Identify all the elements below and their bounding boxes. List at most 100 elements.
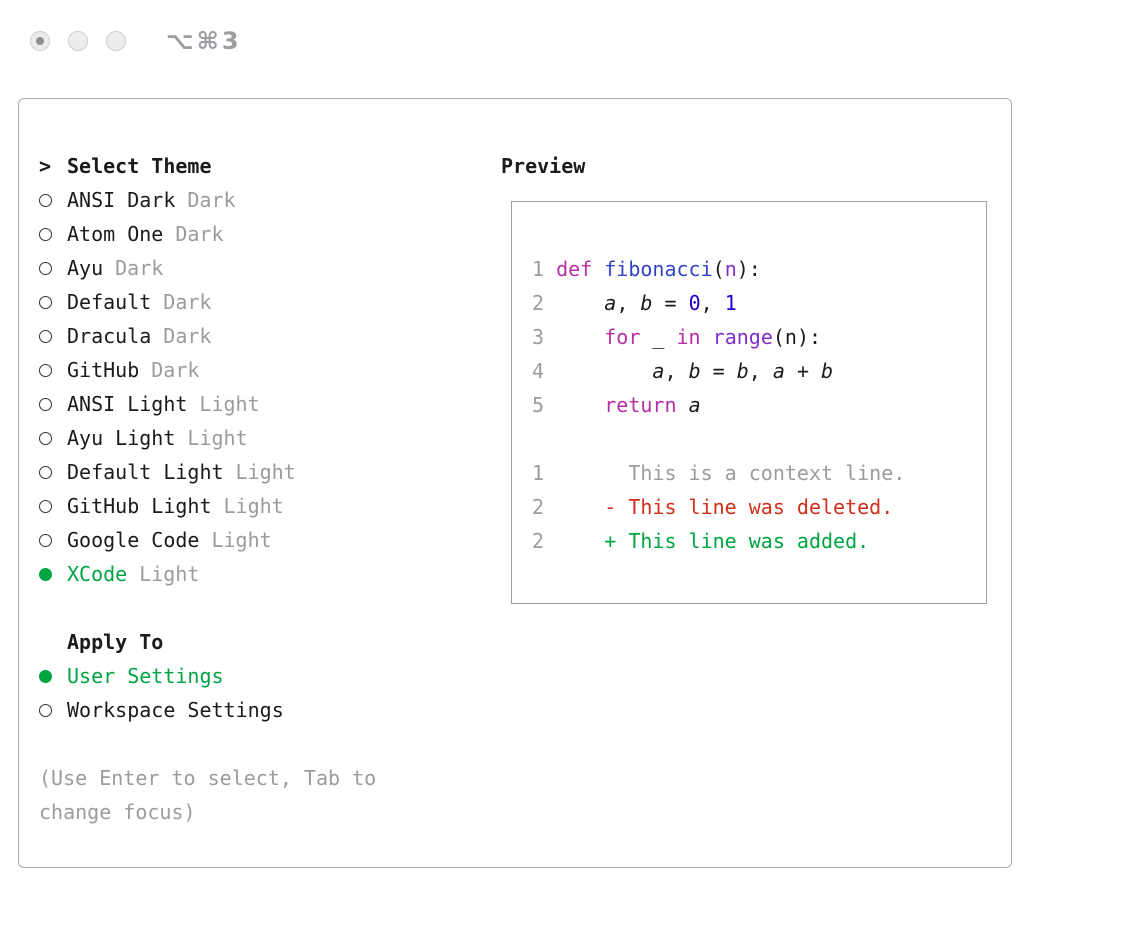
code-token: a [604,291,617,315]
code-token: ( [712,257,725,281]
theme-variant: Light [223,494,284,518]
code-token: b [688,359,701,383]
code-token: 1 [724,291,737,315]
code-token [677,393,689,417]
apply-option-user-settings[interactable]: User Settings [39,659,481,693]
theme-item-marker [39,363,67,377]
theme-item-ansi-dark[interactable]: ANSI Dark Dark [39,183,481,217]
theme-name: Dracula [67,324,152,348]
code-token: for [604,325,641,349]
apply-to-header: Apply To [39,625,481,659]
code-token: (n): [772,325,822,349]
radio-icon [39,261,52,275]
code-token [556,291,604,315]
code-token: + This line was added. [556,529,870,553]
theme-item-marker [39,499,67,513]
code-token: , [664,359,689,383]
theme-name: XCode [67,562,128,586]
theme-variant: Dark [115,256,164,280]
code-line: 3 for _ in range(n): [532,320,986,354]
apply-option-marker [39,703,67,717]
code-token: def [556,257,593,281]
radio-icon [39,227,52,241]
radio-icon [39,703,52,717]
theme-variant: Dark [175,222,224,246]
theme-variant: Light [235,460,296,484]
apply-option-workspace-settings[interactable]: Workspace Settings [39,693,481,727]
theme-name: GitHub Light [67,494,212,518]
selected-radio-icon [39,567,52,581]
code-token [592,257,604,281]
code-token: range [712,325,773,349]
theme-name: Ayu Light [67,426,176,450]
code-token: - This line was deleted. [556,495,894,519]
theme-item-default-light[interactable]: Default Light Light [39,455,481,489]
code-line: 5 return a [532,388,986,422]
code-token: , [700,291,725,315]
code-token: a [772,359,785,383]
theme-name: GitHub [67,358,140,382]
prompt-caret-icon: > [39,154,52,178]
theme-item-atom-one[interactable]: Atom One Dark [39,217,481,251]
theme-name: Atom One [67,222,164,246]
code-line [532,422,986,456]
apply-option-marker [39,669,67,683]
theme-item-xcode[interactable]: XCode Light [39,557,481,591]
theme-variant: Light [139,562,200,586]
code-token [701,325,713,349]
keyboard-hint: (Use Enter to select, Tab to change focu… [39,766,377,824]
code-token [556,393,604,417]
theme-item-marker [39,261,67,275]
window-minimize-button[interactable] [68,31,88,51]
theme-name: ANSI Dark [67,188,176,212]
code-token: = [652,291,689,315]
theme-item-marker [39,295,67,309]
theme-item-github-light[interactable]: GitHub Light Light [39,489,481,523]
apply-option-label: User Settings [67,664,224,688]
theme-item-marker [39,431,67,445]
radio-icon [39,465,52,479]
line-number: 2 [532,291,557,315]
code-line: 2 - This line was deleted. [532,490,986,524]
radio-icon [39,431,52,445]
line-number: 2 [532,495,557,519]
apply-option-label: Workspace Settings [67,698,284,722]
code-token: , [748,359,773,383]
keyboard-shortcut-label: ⌥⌘3 [166,27,242,55]
preview-column: Preview 1 def fibonacci(n):2 a, b = 0, 1… [481,99,987,867]
theme-variant: Light [211,528,272,552]
code-token: b [736,359,749,383]
theme-variant: Dark [187,188,236,212]
code-token: + [784,359,822,383]
theme-item-marker [39,329,67,343]
theme-name: Default [67,290,152,314]
code-token: in [676,325,701,349]
theme-name: Default Light [67,460,224,484]
code-line: 2 a, b = 0, 1 [532,286,986,320]
theme-item-marker [39,227,67,241]
line-number: 5 [532,393,557,417]
panel-title: Select Theme [67,154,212,178]
code-token: _ [640,325,677,349]
code-token [556,325,604,349]
window-close-button[interactable] [30,31,50,51]
line-number: 1 [532,257,557,281]
window-zoom-button[interactable] [106,31,126,51]
theme-item-marker [39,193,67,207]
code-token: return [604,393,677,417]
preview-header: Preview [501,149,987,183]
code-line: 1 This is a context line. [532,456,986,490]
window-controls [30,31,126,51]
